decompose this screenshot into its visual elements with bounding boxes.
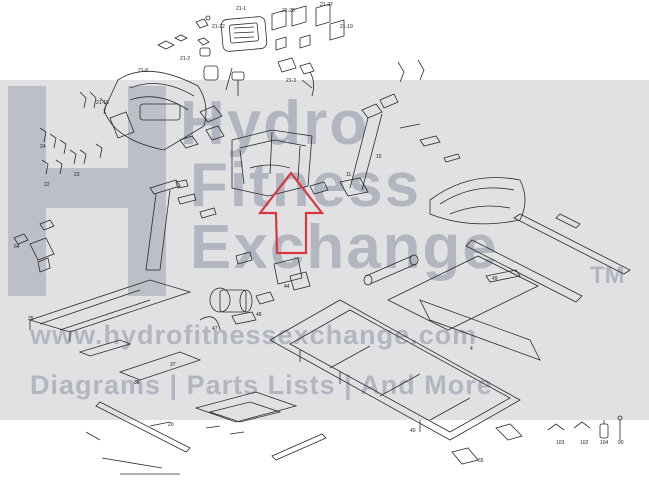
- main-frame: [269, 299, 521, 441]
- callout-21-19: 21-19: [340, 24, 353, 30]
- callout-21-27: 21-27: [320, 2, 333, 8]
- callout-21-3: 21-3: [286, 78, 296, 84]
- motor-plate: [194, 391, 298, 435]
- callout-24: 24: [40, 144, 46, 150]
- callout-44: 44: [284, 284, 290, 290]
- red-arrow: [257, 171, 325, 255]
- callout-48: 48: [256, 312, 262, 318]
- right-upright: [309, 93, 461, 197]
- callout-64: 64: [14, 244, 20, 250]
- controller-box: [235, 251, 311, 291]
- handlebar-frame: [231, 129, 313, 197]
- callout-11: 11: [346, 172, 351, 178]
- callout-37: 37: [170, 362, 176, 368]
- console-display: [220, 16, 268, 52]
- callout-21-2: 21-2: [180, 56, 190, 62]
- callout-36: 36: [134, 380, 140, 386]
- motor-hood: [429, 177, 526, 225]
- callout-21-28: 21-28: [282, 8, 295, 14]
- side-rail-lower: [465, 239, 583, 303]
- watermark-tm: TM: [590, 262, 625, 289]
- top-right-brackets: [271, 3, 425, 97]
- base-frame-left: [28, 279, 202, 381]
- callout-22: 22: [44, 182, 50, 188]
- drive-motor: [199, 287, 275, 331]
- watermark-tagline: Diagrams | Parts Lists | And More: [30, 370, 493, 400]
- watermark-line3: Exchange: [190, 213, 499, 282]
- deck-board: [387, 255, 541, 361]
- console-housing: [103, 70, 225, 151]
- callout-23: 23: [74, 172, 80, 178]
- left-fasteners: [39, 91, 107, 175]
- callout-4: 4: [470, 346, 473, 352]
- callout-65: 65: [478, 458, 484, 464]
- loose-hardware: [547, 415, 623, 440]
- watermark-line2: Fitness: [190, 151, 422, 220]
- left-bracket-cluster: [13, 219, 55, 273]
- front-roller: [363, 254, 419, 286]
- bottom-strip: [271, 433, 327, 461]
- callout-102: 102: [580, 440, 589, 446]
- console-small-parts: [157, 15, 245, 96]
- base-rail-lower: [85, 401, 191, 475]
- left-upright: [145, 179, 217, 271]
- callout-20: 20: [168, 422, 174, 428]
- callout-103: 103: [556, 440, 565, 446]
- callout-40: 40: [410, 428, 416, 434]
- callout-21-1: 21-1: [236, 6, 246, 12]
- callout-21-8: 21-8: [138, 68, 148, 74]
- watermark-line1: Hydro: [180, 89, 370, 158]
- callout-104: 104: [600, 440, 609, 446]
- callout-25: 25: [28, 316, 34, 322]
- callout-21-22: 21-22: [212, 24, 225, 30]
- side-rail-right: [513, 213, 631, 275]
- callout-90: 90: [618, 440, 624, 446]
- callout-49: 49: [492, 276, 498, 282]
- callout-47: 47: [212, 326, 218, 332]
- callout-labels: 103 102 104 90 20 21-1 21-2 21-22 21-8 2…: [14, 2, 624, 464]
- watermark-h-logo: [8, 86, 166, 296]
- rear-foot: [451, 423, 523, 465]
- callout-21-16: 21-16: [96, 100, 109, 106]
- callout-15: 15: [376, 154, 382, 160]
